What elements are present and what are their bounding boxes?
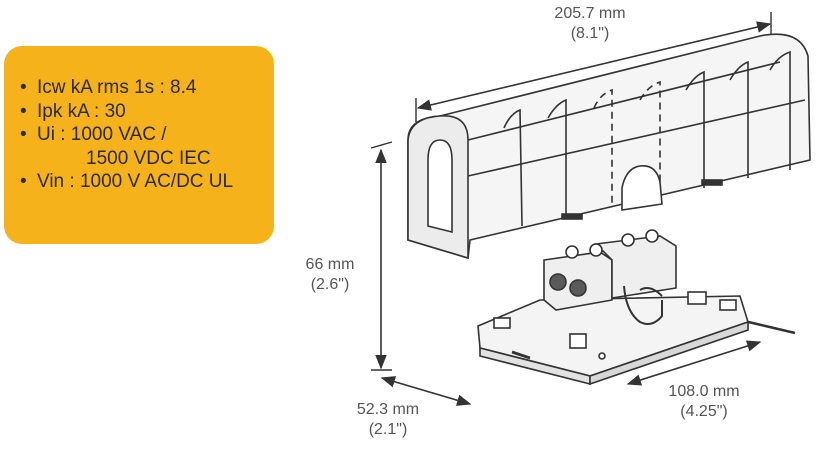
terminal-blocks: [543, 229, 677, 325]
dimension-length-base: 108.0 mm (4.25"): [656, 382, 752, 422]
dimension-width-mm: 52.3 mm: [356, 401, 420, 418]
spec-item-ui-continued: 1500 VDC IEC: [86, 147, 211, 169]
spec-item-vin: •Vin : 1000 V AC/DC UL: [20, 171, 234, 192]
dimension-width-in: (2.1"): [368, 421, 408, 438]
dimension-length-base-in: (4.25"): [680, 403, 728, 420]
spec-list: •Icw kA rms 1s : 8.4 •Ipk kA : 30 •Ui : …: [20, 76, 264, 194]
dimension-length-top-in: (8.1"): [570, 25, 610, 42]
spec-item-icw: •Icw kA rms 1s : 8.4: [20, 77, 197, 98]
dimension-length-top-mm: 205.7 mm: [554, 5, 626, 22]
base: [477, 291, 749, 386]
dimension-line-length-base: [626, 318, 796, 386]
spec-box: •Icw kA rms 1s : 8.4 •Ipk kA : 30 •Ui : …: [4, 46, 274, 244]
dimension-height-in: (2.6"): [310, 276, 350, 293]
dimension-length-top: 205.7 mm (8.1"): [530, 4, 650, 44]
dimension-height: 66 mm (2.6"): [294, 255, 366, 295]
dimension-line-length-top: [415, 12, 772, 122]
dimension-width: 52.3 mm (2.1"): [348, 400, 428, 440]
cover: [407, 33, 811, 260]
dimension-length-base-mm: 108.0 mm: [668, 383, 740, 400]
spec-item-ui: •Ui : 1000 VAC /: [20, 124, 167, 145]
dimension-height-mm: 66 mm: [305, 256, 355, 273]
dimension-line-height: [370, 141, 393, 371]
spec-item-ipk: •Ipk kA : 30: [20, 100, 126, 122]
dimension-line-width: [380, 376, 472, 406]
